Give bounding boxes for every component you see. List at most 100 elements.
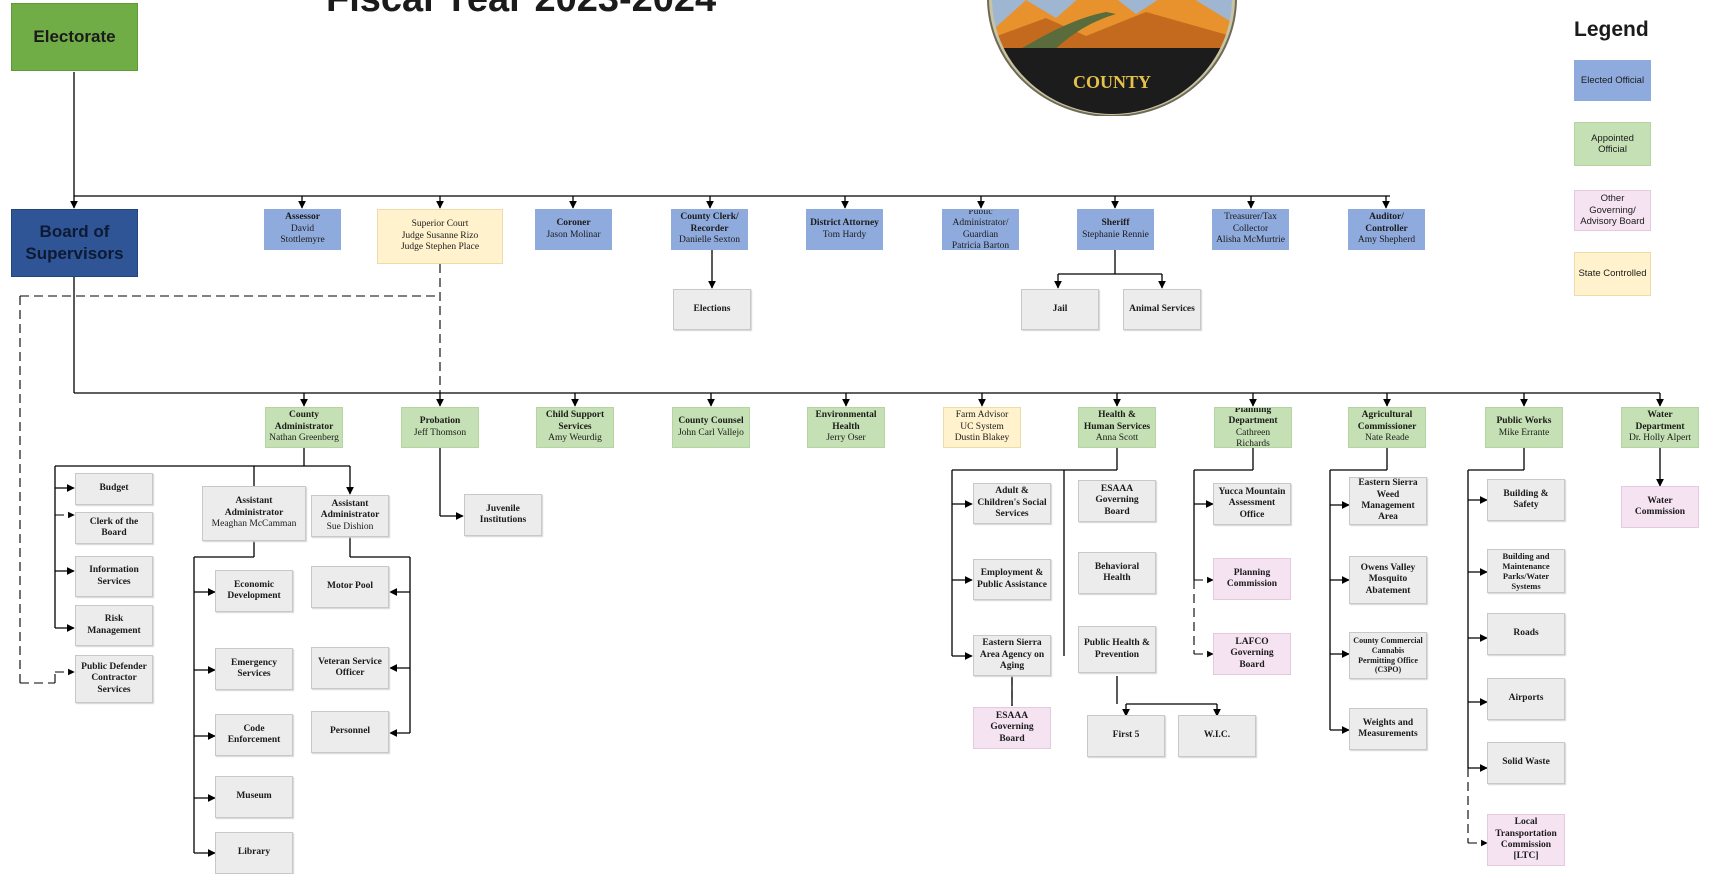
box-title: Jail	[1052, 303, 1068, 314]
box-title: Clerk of the Board	[89, 516, 139, 538]
box-title: Adult & Children's Social Services	[977, 486, 1047, 520]
esaaa-governing-board-right-box: ESAAA Governing Board	[1078, 480, 1156, 522]
mosquito-abatement-box: Owens Valley Mosquito Abatement	[1349, 556, 1427, 604]
box-title: Local Transportation Commission [LTC]	[1495, 817, 1557, 862]
lafco-governing-board-box: LAFCO Governing Board	[1213, 633, 1291, 675]
box-title: Farm Advisor	[955, 410, 1009, 421]
box-name: Anna Scott	[1095, 433, 1139, 444]
box-name: Jason Molinar	[546, 229, 601, 240]
legend-state: State Controlled	[1574, 252, 1651, 296]
box-name: Dr. Holly Alpert	[1628, 433, 1691, 444]
box-title: ESAAA Governing Board	[1095, 483, 1139, 517]
box-title: Solid Waste	[1502, 757, 1550, 768]
box-title: Personnel	[329, 726, 371, 737]
box-title: Planning Department	[1228, 407, 1278, 427]
legend-label: Appointed Official	[1591, 132, 1634, 155]
library-box: Library	[215, 832, 293, 874]
box-name: Danielle Sexton	[679, 235, 740, 246]
planning-commission-box: Planning Commission	[1213, 558, 1291, 600]
box-line2: Judge Stephen Place	[400, 242, 480, 253]
adult-childrens-services-box: Adult & Children's Social Services	[973, 483, 1051, 524]
box-name: Nathan Greenberg	[269, 433, 339, 444]
box-title: Employment & Public Assistance	[977, 568, 1047, 590]
box-title: Information Services	[89, 565, 139, 587]
legend-label: Elected Official	[1580, 74, 1645, 86]
veteran-service-officer-box: Veteran Service Officer	[311, 647, 389, 689]
building-safety-box: Building & Safety	[1487, 479, 1565, 521]
box-title: Planning Commission	[1226, 567, 1278, 589]
elections-box: Elections	[673, 289, 751, 330]
personnel-box: Personnel	[311, 711, 389, 753]
box-title: Economic Development	[227, 579, 281, 601]
box-name: Jeff Thomson	[413, 427, 467, 438]
box-title: Child Support Services	[545, 410, 605, 432]
box-title: Assistant Administrator	[320, 498, 380, 521]
box-title: Public Health & Prevention	[1084, 638, 1150, 660]
box-title: Yucca Mountain Assessment Office	[1218, 486, 1286, 520]
box-name: Amy Shepherd	[1357, 235, 1416, 246]
box-title: Building and Maintenance Parks/Water Sys…	[1502, 550, 1550, 592]
box-title: County Clerk/ Recorder	[680, 212, 739, 234]
budget-box: Budget	[75, 473, 153, 505]
box-title: Emergency Services	[231, 657, 277, 679]
box-title: Animal Services	[1129, 303, 1195, 314]
legend-other-board: Other Governing/ Advisory Board	[1574, 190, 1651, 231]
box-title: Assessor	[285, 212, 320, 223]
chart-title: Fiscal Year 2023-2024	[326, 0, 716, 21]
box-name: Stephanie Rennie	[1082, 229, 1149, 240]
box-title: Library	[237, 847, 271, 858]
box-title: Budget	[99, 483, 129, 494]
box-name: Nate Reade	[1364, 433, 1410, 444]
economic-development-box: Economic Development	[215, 570, 293, 612]
box-name: Meaghan McCamman	[211, 519, 297, 530]
legend-label: State Controlled	[1578, 268, 1647, 280]
box-title: Building & Safety	[1503, 488, 1549, 510]
box-title: Risk Management	[87, 614, 141, 636]
legend-title: Legend	[1574, 18, 1649, 41]
jail-box: Jail	[1021, 289, 1099, 330]
wic-box: W.I.C.	[1178, 715, 1256, 757]
clerk-of-board-box: Clerk of the Board	[75, 512, 153, 544]
box-title: Environmental Health	[815, 410, 877, 432]
roads-box: Roads	[1487, 613, 1565, 655]
box-title: Behavioral Health	[1094, 561, 1140, 583]
employment-public-assistance-box: Employment & Public Assistance	[973, 559, 1051, 600]
box-title: Auditor/ Controller	[1365, 212, 1408, 234]
county-seal: COUNTY	[987, 0, 1237, 116]
box-title: Water Department	[1635, 410, 1685, 432]
code-enforcement-box: Code Enforcement	[215, 714, 293, 756]
box-title: Water Commission	[1634, 495, 1686, 517]
airports-box: Airports	[1487, 678, 1565, 720]
box-line1: Judge Susanne Rizo	[401, 230, 479, 241]
box-title: Veteran Service Officer	[318, 656, 382, 678]
box-name: Mike Errante	[1498, 427, 1550, 438]
box-title: Public Administrator/ Guardian	[952, 209, 1009, 240]
box-name: John Carl Vallejo	[678, 427, 744, 438]
box-title: County Counsel	[678, 416, 744, 427]
box-line1: UC System	[960, 421, 1004, 432]
box-title: Sheriff	[1101, 218, 1130, 229]
cannabis-permitting-box: County Commercial Cannabis Permitting Of…	[1349, 632, 1427, 679]
seal-text: COUNTY	[1073, 72, 1151, 92]
box-name: David Stottlemyre	[280, 223, 325, 246]
board-label: Board of Supervisors	[25, 221, 124, 263]
box-title: Code Enforcement	[227, 723, 281, 745]
animal-services-box: Animal Services	[1123, 289, 1201, 330]
box-name: Cathreen Richards	[1235, 427, 1271, 448]
box-title: Elections	[693, 303, 731, 314]
box-title: Assistant Administrator	[224, 496, 284, 518]
box-title: LAFCO Governing Board	[1230, 636, 1274, 670]
